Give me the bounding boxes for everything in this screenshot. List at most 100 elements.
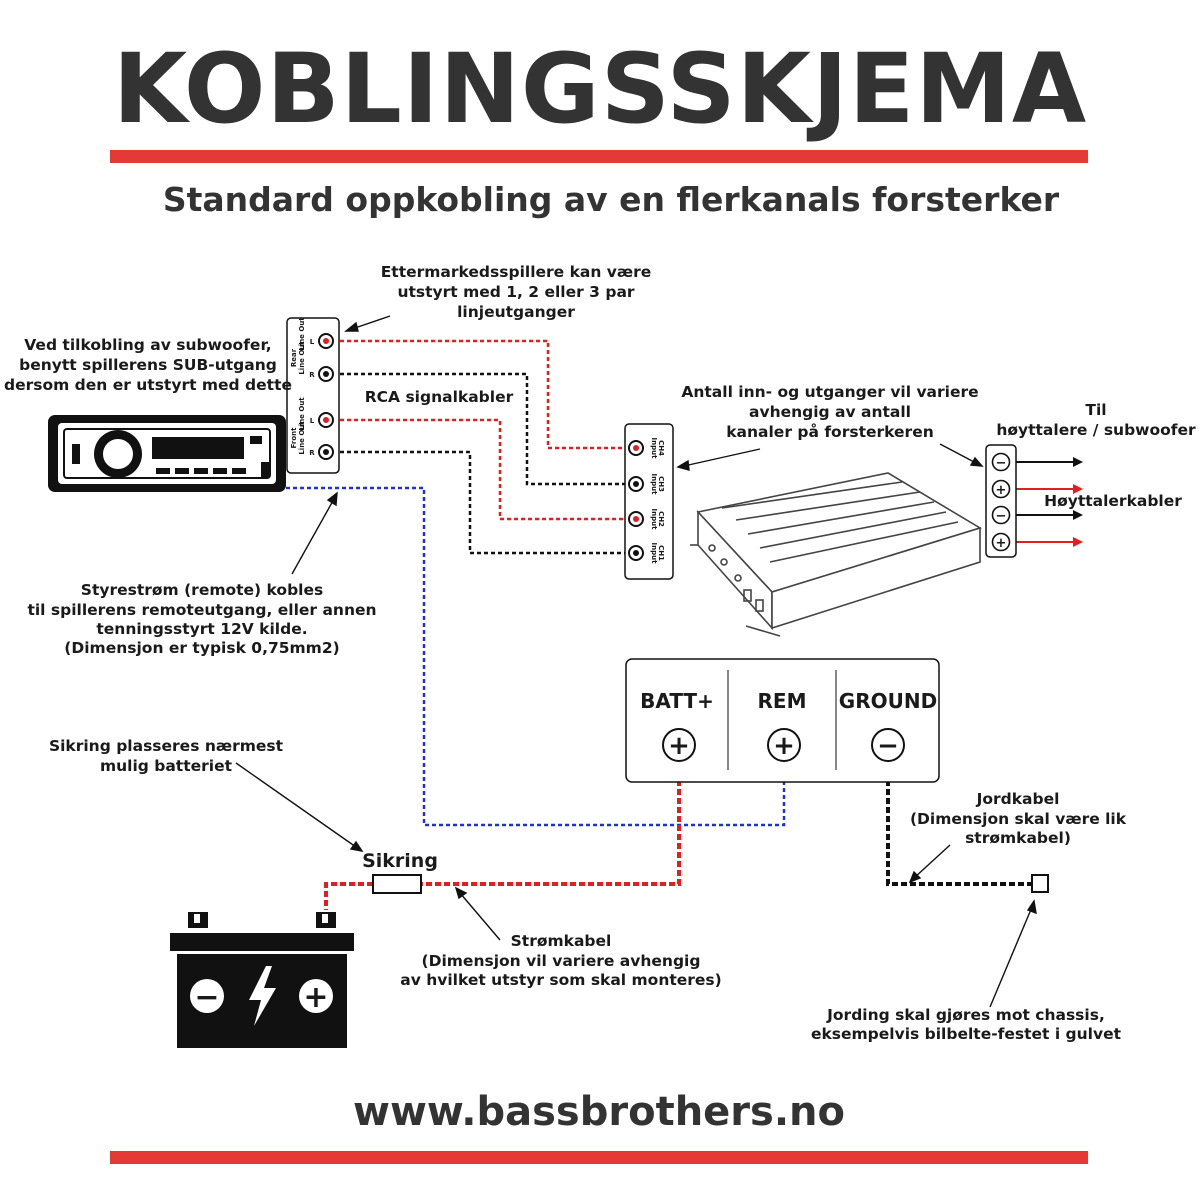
amp-input-frame: [624, 423, 674, 580]
note-remote: Styrestrøm (remote) kobles til spilleren…: [27, 581, 376, 657]
ch4-label: CH4: [657, 440, 665, 456]
rca-wire-rear-l: [333, 339, 628, 450]
head-unit: [48, 415, 286, 492]
amp-input-ch4[interactable]: [628, 440, 644, 456]
page-title: KOBLINGSSKJEMA: [113, 33, 1087, 145]
svg-text:Ettermarkedsspillere kan være: Ettermarkedsspillere kan være: [381, 263, 652, 281]
note-channels: Antall inn- og utganger vil variere avhe…: [681, 383, 978, 441]
rca-out-front-r[interactable]: [318, 444, 334, 460]
note-power-cable: Strømkabel (Dimensjon vil variere avheng…: [400, 932, 722, 989]
preset-button-3: [194, 468, 208, 474]
ground-terminal[interactable]: [871, 728, 905, 762]
battery-post-neg-hole: [194, 914, 200, 923]
speaker-terminal-1[interactable]: [991, 452, 1011, 472]
front-label: Front: [290, 427, 298, 449]
head-unit-button-left: [72, 444, 80, 464]
svg-text:Ved tilkobling av subwoofer,: Ved tilkobling av subwoofer,: [24, 336, 271, 354]
svg-text:til spillerens remoteutgang, e: til spillerens remoteutgang, eller annen: [27, 601, 376, 619]
note-to-speakers: Til høyttalere / subwoofer: [996, 401, 1196, 439]
fuse-label: Sikring: [362, 850, 438, 872]
batt-terminal-symbol: +: [668, 731, 690, 761]
head-unit-rca-panel: Rear Line Out Line Out Front Line Out Li…: [286, 317, 340, 474]
leader-lines: [235, 315, 1037, 1008]
speaker-arrowhead-2: [1073, 484, 1083, 494]
ch3-input-label: Input: [650, 474, 658, 496]
front-line-out-label-2: Line Out: [298, 397, 306, 431]
ch1-input-label: Input: [650, 543, 658, 565]
head-unit-display: [152, 437, 244, 459]
footer-underline: [110, 1151, 1088, 1164]
ground-label: GROUND: [839, 689, 937, 713]
preset-button-4: [213, 468, 227, 474]
rca-wire-front-l: [333, 418, 628, 521]
speaker-terminal-3[interactable]: [991, 505, 1011, 525]
rca-wires: [333, 339, 628, 555]
note-fuse-placement: Sikring plasseres nærmest mulig batterie…: [49, 737, 284, 775]
note-speaker-cables: Høyttalerkabler: [1044, 492, 1182, 510]
svg-text:(Dimensjon skal være lik: (Dimensjon skal være lik: [910, 810, 1127, 828]
note-ground-cable: Jordkabel (Dimensjon skal være lik strøm…: [910, 790, 1127, 847]
preset-button-5: [232, 468, 246, 474]
title-underline: [110, 150, 1088, 163]
note-subwoofer: Ved tilkobling av subwoofer, benytt spil…: [4, 336, 292, 394]
rem-label: REM: [758, 689, 807, 713]
svg-text:(Dimensjon er typisk 0,75mm2): (Dimensjon er typisk 0,75mm2): [64, 639, 339, 657]
ch4-input-label: Input: [650, 438, 658, 460]
ch1-label: CH1: [657, 545, 665, 561]
rca-out-rear-r[interactable]: [318, 366, 334, 382]
amp-input-ch2[interactable]: [628, 511, 644, 527]
fuse[interactable]: [372, 874, 422, 894]
svg-text:strømkabel): strømkabel): [965, 829, 1071, 847]
speaker-arrowhead-1: [1073, 457, 1083, 467]
ch3-label: CH3: [657, 476, 665, 492]
rem-terminal[interactable]: [767, 728, 801, 762]
svg-text:dersom den er utstyrt med dett: dersom den er utstyrt med dette: [4, 376, 292, 394]
speaker-arrowhead-3: [1073, 510, 1083, 520]
batt-terminal[interactable]: [662, 728, 696, 762]
svg-text:høyttalere / subwoofer: høyttalere / subwoofer: [996, 421, 1196, 439]
ch2-label: CH2: [657, 511, 665, 527]
speaker-terminal-2[interactable]: [991, 479, 1011, 499]
speaker-terminal-3-symbol: −: [996, 509, 1007, 524]
rem-terminal-symbol: +: [773, 731, 795, 761]
rca-out-front-l[interactable]: [318, 412, 334, 428]
speaker-arrows: [1015, 457, 1083, 547]
amp-input-ch1[interactable]: [628, 545, 644, 561]
speaker-terminal-1-symbol: −: [996, 456, 1007, 471]
svg-text:Jordkabel: Jordkabel: [976, 790, 1060, 808]
rca-out-rear-l[interactable]: [318, 333, 334, 349]
note-chassis-ground: Jording skal gjøres mot chassis, eksempe…: [811, 1006, 1122, 1043]
battery-neg-icon: [190, 979, 224, 1013]
power-terminal-block: BATT+ REM GROUND + + −: [625, 658, 940, 783]
svg-text:tenningsstyrt 12V kilde.: tenningsstyrt 12V kilde.: [96, 620, 307, 638]
speaker-terminal-panel: − + − +: [985, 444, 1017, 558]
svg-text:(Dimensjon vil variere avhengi: (Dimensjon vil variere avhengig: [422, 952, 701, 970]
battery-post-pos-hole: [322, 914, 328, 923]
battery-wire: [324, 882, 373, 910]
rear-line-out-label-2: Line Out: [298, 317, 306, 351]
svg-text:av hvilket utstyr som skal mon: av hvilket utstyr som skal monteres): [400, 971, 722, 989]
page-subtitle: Standard oppkobling av en flerkanals for…: [163, 180, 1060, 219]
speaker-terminal-4[interactable]: [991, 532, 1011, 552]
footer-url[interactable]: www.bassbrothers.no: [353, 1089, 845, 1135]
amp-input-ch3[interactable]: [628, 476, 644, 492]
svg-text:Styrestrøm (remote) kobles: Styrestrøm (remote) kobles: [81, 581, 323, 599]
chassis-ground-point[interactable]: [1031, 874, 1049, 893]
usb-port: [261, 462, 269, 478]
lightning-bolt-icon: [249, 966, 276, 1026]
speaker-terminal-4-symbol: +: [996, 536, 1007, 551]
battery-lid: [170, 933, 354, 951]
remote-wire: [286, 486, 786, 827]
rca-out-front-l-label: L: [310, 417, 315, 425]
svg-text:mulig batteriet: mulig batteriet: [100, 757, 233, 775]
amp-input-panel: Input CH4 Input CH3 Input CH2 Input CH1: [624, 423, 674, 580]
batt-label: BATT+: [640, 689, 714, 713]
rca-wire-rear-r: [333, 372, 628, 486]
power-wire: [421, 762, 681, 886]
svg-text:Sikring plasseres nærmest: Sikring plasseres nærmest: [49, 737, 284, 755]
svg-text:Jording skal gjøres mot chassi: Jording skal gjøres mot chassis,: [826, 1006, 1105, 1024]
rca-out-front-r-label: R: [309, 449, 315, 457]
rca-wire-front-r: [333, 450, 628, 555]
